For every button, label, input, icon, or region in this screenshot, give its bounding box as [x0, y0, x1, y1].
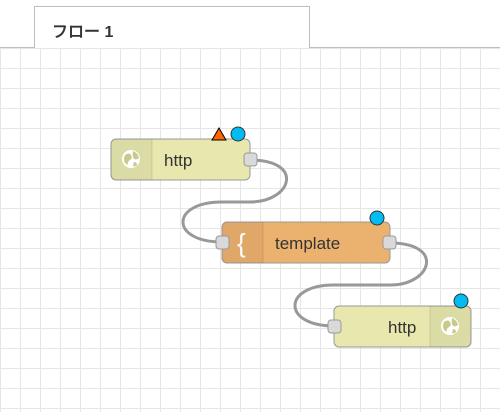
- input-port[interactable]: [327, 319, 342, 334]
- tab-label: フロー 1: [52, 24, 114, 41]
- link-template-to-http-response[interactable]: [293, 241, 428, 328]
- changed-status-dot: [453, 293, 469, 309]
- tab-flow-1[interactable]: フロー 1: [34, 6, 310, 48]
- flow-workspace[interactable]: http { template http: [0, 48, 500, 412]
- node-http-response[interactable]: http: [327, 293, 472, 348]
- changed-status-dot: [230, 126, 246, 142]
- node-http-in[interactable]: http: [110, 126, 258, 181]
- node-label-http-in: http: [164, 151, 192, 170]
- link-http-to-template[interactable]: [181, 158, 288, 244]
- node-label-template: template: [275, 234, 340, 253]
- input-port[interactable]: [215, 235, 230, 250]
- flow-canvas[interactable]: http { template http: [0, 48, 500, 412]
- output-port[interactable]: [382, 235, 397, 250]
- globe-icon: [122, 150, 140, 168]
- curly-brace-icon: {: [237, 228, 246, 258]
- warning-icon: [211, 127, 227, 141]
- node-template[interactable]: { template: [215, 210, 397, 264]
- changed-status-dot: [369, 210, 385, 226]
- node-label-http-response: http: [388, 318, 416, 337]
- tab-bar: フロー 1: [0, 0, 500, 48]
- globe-icon: [441, 317, 459, 335]
- output-port[interactable]: [243, 152, 258, 167]
